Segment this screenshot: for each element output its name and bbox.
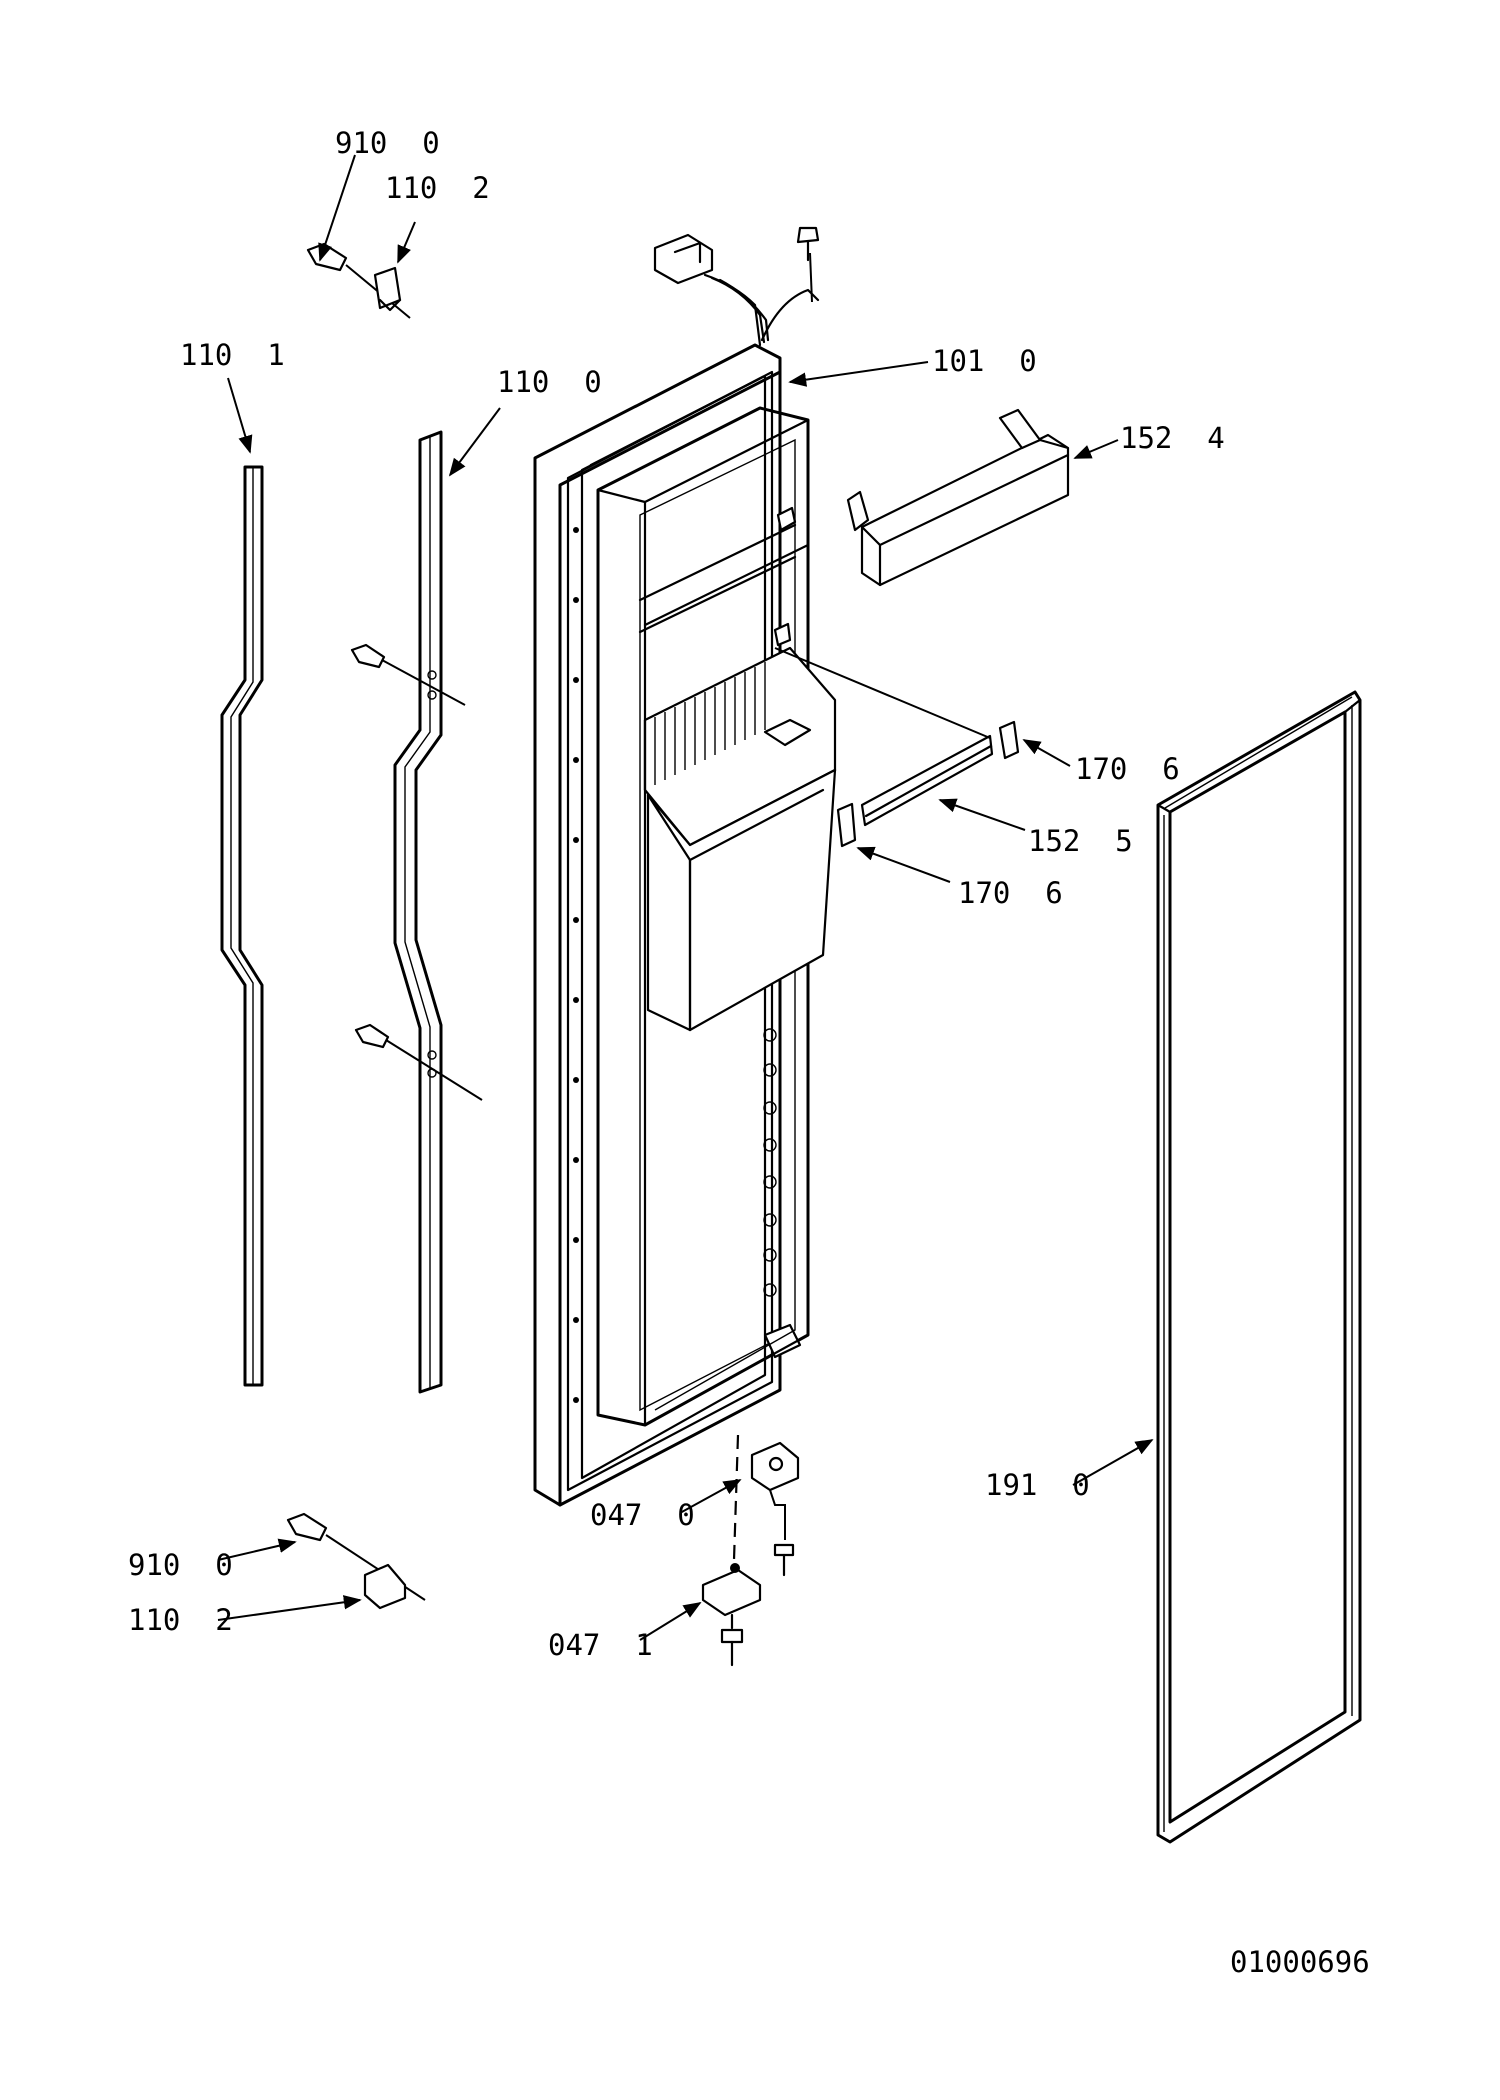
clip-part-110-2-top	[373, 266, 402, 312]
drawing-number: 01000696	[1230, 1945, 1370, 1979]
door-liner-part-101-0	[533, 343, 837, 1507]
wire-harness-connector	[653, 226, 820, 347]
callout-110-2-bottom: 110 2	[128, 1603, 233, 1637]
callout-047-1: 047 1	[548, 1628, 653, 1662]
screw-part-910-0-bottom	[286, 1512, 426, 1601]
shelf-rail-part-152-5	[774, 647, 994, 827]
callout-101-0: 101 0	[932, 344, 1037, 378]
callout-910-0-bottom: 910 0	[128, 1548, 233, 1582]
callout-170-6-upper: 170 6	[1075, 752, 1180, 786]
hinge-bushing-part-047-0	[750, 1441, 800, 1577]
callout-110-1: 110 1	[180, 338, 285, 372]
callout-110-2-top: 110 2	[385, 171, 490, 205]
end-cap-upper-part-170-6	[998, 720, 1020, 760]
hinge-bracket-part-047-1	[701, 1563, 762, 1667]
end-cap-lower-part-170-6	[836, 802, 857, 848]
callout-152-5: 152 5	[1028, 824, 1133, 858]
callout-152-4: 152 4	[1120, 421, 1225, 455]
gasket-strip-part-110-1	[220, 465, 264, 1387]
leader-arrows	[217, 154, 1154, 1641]
clip-part-110-2-bottom	[363, 1563, 407, 1610]
hinge-axis-line	[732, 1434, 740, 1561]
callout-047-0: 047 0	[590, 1498, 695, 1532]
rail-screw-upper	[350, 643, 466, 706]
callout-170-6-lower: 170 6	[958, 876, 1063, 910]
callout-110-0: 110 0	[497, 365, 602, 399]
callout-910-0-top: 910 0	[335, 126, 440, 160]
rail-screw-lower	[354, 1023, 483, 1101]
door-gasket-part-191-0	[1156, 690, 1362, 1844]
door-bin-part-152-4	[846, 408, 1070, 587]
mounting-rail-part-110-0	[393, 430, 443, 1394]
callout-191-0: 191 0	[985, 1468, 1090, 1502]
